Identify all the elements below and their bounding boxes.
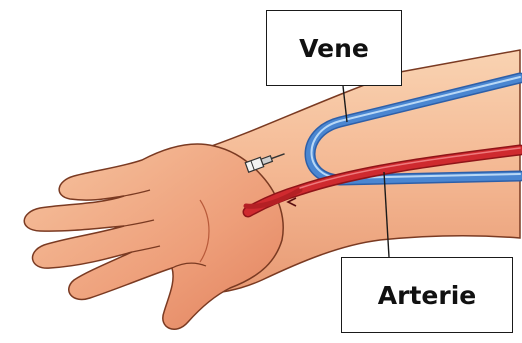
hand — [24, 144, 283, 329]
vein-label: Vene — [266, 10, 402, 86]
artery-label: Arterie — [341, 257, 513, 333]
